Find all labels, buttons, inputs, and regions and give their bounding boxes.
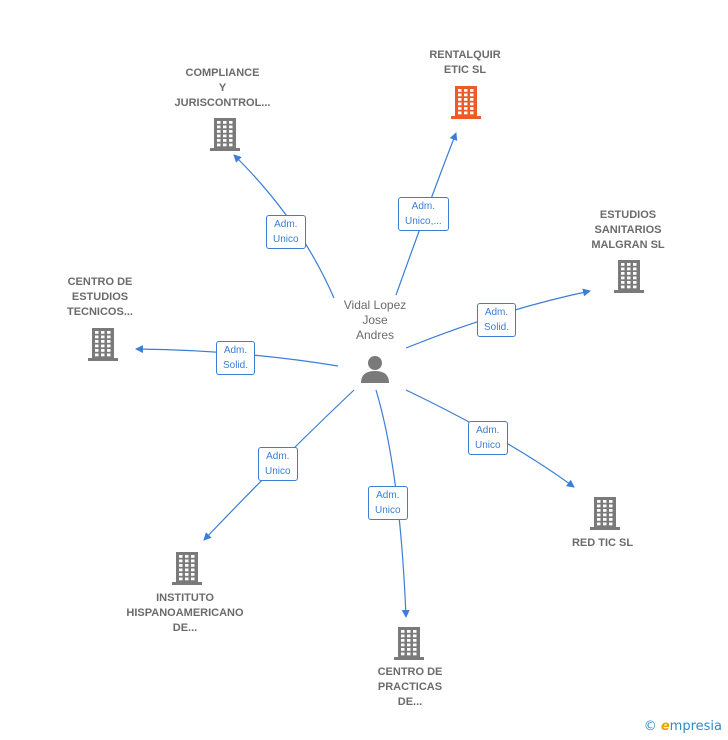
company-label-rentalquiretic[interactable]: RENTALQUIR ETIC SL bbox=[429, 49, 501, 76]
company-label-compliance[interactable]: COMPLIANCE Y JURISCONTROL... bbox=[174, 67, 271, 109]
edge-label-compliance[interactable]: Adm. Unico bbox=[266, 215, 306, 249]
building-icon-centro-practicas[interactable] bbox=[394, 627, 424, 660]
edge-label-rentalquiretic[interactable]: Adm. Unico,... bbox=[398, 197, 449, 231]
edge-label-estudios-sanitarios[interactable]: Adm. Solid. bbox=[477, 303, 517, 337]
building-icon-compliance[interactable] bbox=[210, 118, 240, 151]
building-icon-centro-estudios[interactable] bbox=[88, 328, 118, 361]
company-label-centro-estudios[interactable]: CENTRO DE ESTUDIOS TECNICOS... bbox=[66, 276, 133, 318]
edge-label-centro-practicas[interactable]: Adm. Unico bbox=[368, 486, 408, 520]
brand-logo-e: e bbox=[660, 719, 670, 734]
edge-label-instituto[interactable]: Adm. Unico bbox=[258, 447, 298, 481]
building-icon-instituto[interactable] bbox=[172, 552, 202, 585]
person-icon bbox=[361, 356, 389, 383]
building-icon-red-tic[interactable] bbox=[590, 497, 620, 530]
edge-label-centro-estudios[interactable]: Adm. Solid. bbox=[216, 341, 256, 375]
company-label-instituto[interactable]: INSTITUTO HISPANOAMERICANO DE... bbox=[126, 592, 244, 634]
company-label-red-tic[interactable]: RED TIC SL bbox=[571, 537, 634, 549]
building-icon-rentalquiretic[interactable] bbox=[451, 86, 481, 119]
copyright-icon: © bbox=[643, 719, 657, 734]
edge-label-red-tic[interactable]: Adm. Unico bbox=[468, 421, 508, 455]
company-label-centro-practicas[interactable]: CENTRO DE PRACTICAS DE... bbox=[377, 666, 443, 708]
company-label-estudios-sanitarios[interactable]: ESTUDIOS SANITARIOS MALGRAN SL bbox=[591, 209, 665, 251]
footer-brand: © empresia bbox=[644, 719, 722, 734]
building-icon-estudios-sanitarios[interactable] bbox=[614, 260, 644, 293]
center-person-name[interactable]: Vidal Lopez Jose Andres bbox=[343, 298, 407, 342]
brand-logo-text: mpresia bbox=[669, 719, 722, 734]
